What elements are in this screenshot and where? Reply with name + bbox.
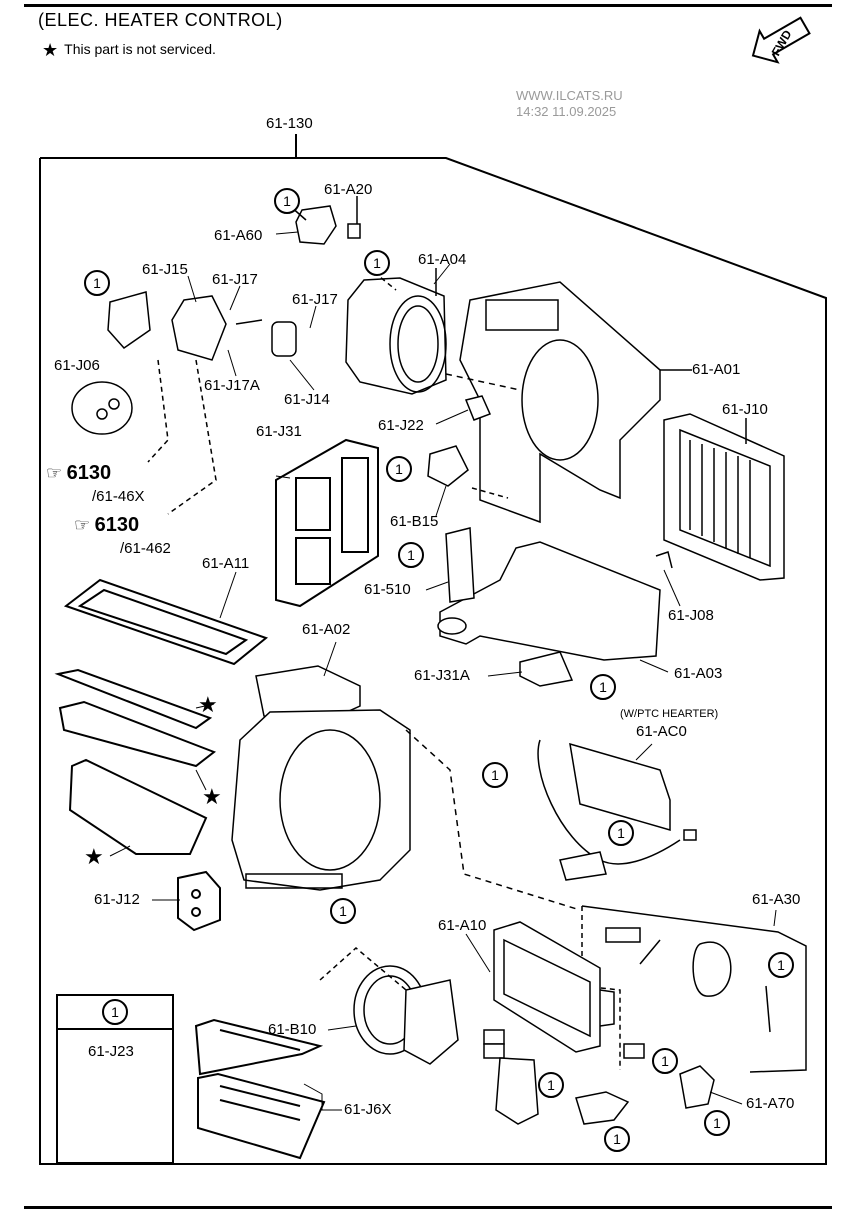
circle-ref-1: 1 <box>386 456 412 482</box>
circle-ref-1: 1 <box>768 952 794 978</box>
cross-ref-number: 6130 <box>66 462 112 484</box>
label-61-j06: 61-J06 <box>54 357 100 374</box>
label-61-j17a: 61-J17A <box>204 377 260 394</box>
watermark-site: WWW.ILCATS.RU <box>516 88 623 103</box>
cross-ref-sub: /61-46X <box>92 488 145 505</box>
not-serviced-note: ★ This part is not serviced. <box>42 40 216 61</box>
label-61-j08: 61-J08 <box>668 607 714 624</box>
bottom-rule <box>24 1206 832 1209</box>
ptc-heater-ac0-drawing <box>537 739 697 881</box>
cover-a11-drawing <box>54 578 269 855</box>
label-61-j10: 61-J10 <box>722 401 768 418</box>
bracket-parts-drawing <box>495 1043 715 1125</box>
label-61-j15: 61-J15 <box>142 261 188 278</box>
label-61-j23: 61-J23 <box>88 1043 134 1060</box>
label-61-b15: 61-B15 <box>390 513 439 530</box>
circle-ref-1: 1 <box>604 1126 630 1152</box>
cross-ref-61-462[interactable]: ☞ 6130 <box>74 514 139 537</box>
label-61-a20: 61-A20 <box>324 181 373 198</box>
circle-ref-1: 1 <box>704 1110 730 1136</box>
hand-pointer-icon: ☞ <box>46 463 63 483</box>
pad-j12-drawing <box>177 870 221 932</box>
circle-ref-1: 1 <box>84 270 110 296</box>
label-61-510: 61-510 <box>364 581 411 598</box>
actuator-a60-drawing <box>289 196 361 245</box>
legend-divider <box>58 1028 172 1030</box>
ptc-heater-note: (W/PTC HEARTER) <box>620 708 719 720</box>
label-61-a01: 61-A01 <box>692 361 741 378</box>
circle-ref-1: 1 <box>482 762 508 788</box>
label-61-j17-lower: 61-J17 <box>292 291 338 308</box>
intake-housing-a04-drawing <box>345 268 447 395</box>
fwd-arrow-icon <box>751 16 811 64</box>
label-61-j6x: 61-J6X <box>344 1101 392 1118</box>
circle-ref-1: 1 <box>590 674 616 700</box>
label-61-a11: 61-A11 <box>202 555 250 572</box>
label-61-a10: 61-A10 <box>438 917 487 934</box>
circle-ref-1: 1 <box>364 250 390 276</box>
label-61-j17-upper: 61-J17 <box>212 271 258 288</box>
door-link-a30-drawing <box>581 905 807 1073</box>
top-rule <box>24 4 832 7</box>
cross-ref-61-46x[interactable]: ☞ 6130 <box>46 462 111 485</box>
leader-lines <box>109 231 777 1111</box>
legend-box-j23: 1 61-J23 <box>56 994 174 1164</box>
core-housing-a02-drawing <box>231 665 581 911</box>
label-61-j14: 61-J14 <box>284 391 330 408</box>
label-61-a03: 61-A03 <box>674 665 723 682</box>
label-61-j31: 61-J31 <box>256 423 302 440</box>
label-61-j31a: 61-J31A <box>414 667 470 684</box>
watermark-timestamp: 14:32 11.09.2025 <box>516 104 617 119</box>
star-icon: ★ <box>84 844 104 869</box>
heater-core-a10-drawing <box>483 921 615 1059</box>
legend-circle-ref-1: 1 <box>102 999 128 1025</box>
circle-ref-1: 1 <box>330 898 356 924</box>
label-61-j22: 61-J22 <box>378 417 424 434</box>
evaporator-j10-drawing <box>663 413 785 581</box>
blower-b10-drawing <box>319 947 459 1065</box>
motor-b15-drawing <box>427 395 509 499</box>
star-icon: ★ <box>202 784 222 809</box>
label-61-ac0: 61-AC0 <box>636 723 687 740</box>
assembly-boundary <box>39 157 827 1165</box>
watermark: WWW.ILCATS.RU 14:32 11.09.2025 <box>516 88 623 120</box>
circle-ref-1: 1 <box>608 820 634 846</box>
cross-ref-number: 6130 <box>94 514 140 536</box>
circle-ref-1: 1 <box>274 188 300 214</box>
label-61-a04: 61-A04 <box>418 251 467 268</box>
label-61-a02: 61-A02 <box>302 621 351 638</box>
lower-case-a03-drawing <box>437 527 673 687</box>
label-61-a70: 61-A70 <box>746 1095 795 1112</box>
cross-ref-sub: /61-462 <box>120 540 171 557</box>
circle-ref-1: 1 <box>538 1072 564 1098</box>
hand-pointer-icon: ☞ <box>74 515 91 535</box>
diagram-title: (ELEC. HEATER CONTROL) <box>38 10 283 30</box>
actuator-j15-drawing <box>71 291 297 515</box>
filters-j6x-drawing <box>194 1018 326 1160</box>
label-61-a60: 61-A60 <box>214 227 263 244</box>
star-icon: ★ <box>42 40 59 60</box>
circle-ref-1: 1 <box>398 542 424 568</box>
label-61-130: 61-130 <box>266 115 313 132</box>
star-icon: ★ <box>198 692 218 717</box>
filter-frame-j31-drawing <box>275 438 379 608</box>
label-61-a30: 61-A30 <box>752 891 801 908</box>
label-61-b10: 61-B10 <box>268 1021 317 1038</box>
not-serviced-text: This part is not serviced. <box>64 41 216 57</box>
circle-ref-1: 1 <box>652 1048 678 1074</box>
label-61-j12: 61-J12 <box>94 891 140 908</box>
